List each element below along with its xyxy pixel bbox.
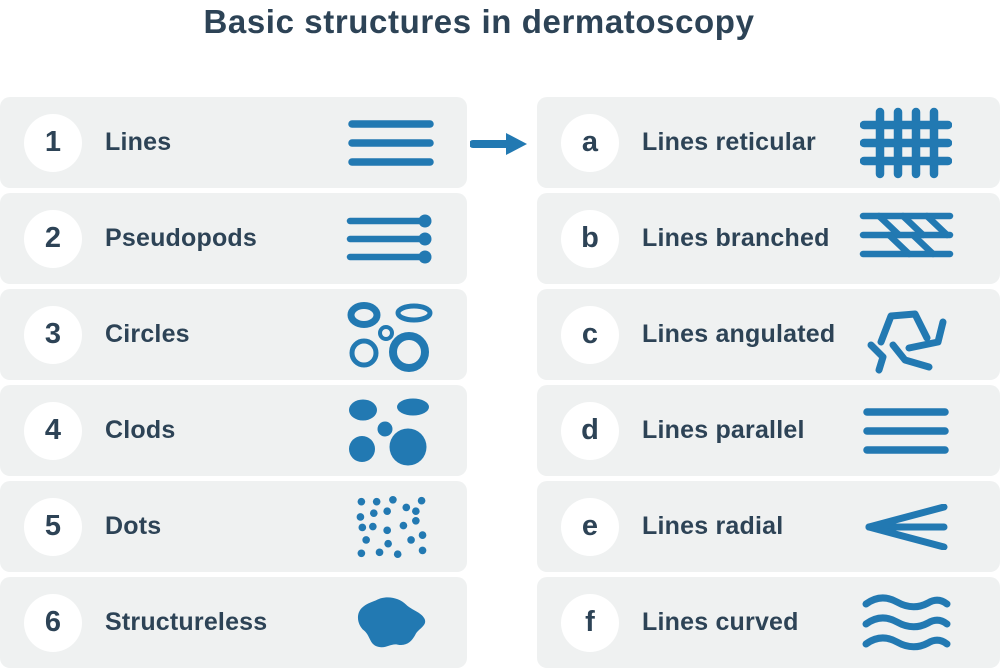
card-pseudopods: 2 Pseudopods (0, 193, 467, 284)
lines-curved-icon (848, 592, 964, 654)
card-label: Dots (105, 512, 162, 540)
lines-radial-icon (848, 503, 964, 550)
letter-badge: c (561, 305, 619, 364)
structureless-icon (333, 594, 449, 652)
card-lines: 1 Lines (0, 97, 467, 188)
lines-reticular-icon (848, 107, 964, 179)
letter-badge: a (561, 113, 619, 172)
card-label: Clods (105, 416, 176, 444)
circles-icon (333, 297, 449, 372)
lines-angulated-icon (848, 295, 964, 375)
card-label: Lines branched (642, 224, 830, 252)
card-clods: 4 Clods (0, 385, 467, 476)
card-label: Lines radial (642, 512, 784, 540)
card-label: Lines angulated (642, 320, 836, 348)
card-lines-curved: f Lines curved (537, 577, 1000, 668)
number-badge: 1 (24, 113, 82, 172)
card-circles: 3 Circles (0, 289, 467, 380)
lines-parallel-icon (848, 407, 964, 455)
letter-badge: b (561, 209, 619, 268)
clods-icon (333, 393, 449, 468)
card-label: Structureless (105, 608, 268, 636)
card-label: Pseudopods (105, 224, 258, 252)
letter-badge: e (561, 497, 619, 556)
number-badge: 4 (24, 401, 82, 460)
pseudopods-icon (333, 212, 449, 266)
card-lines-parallel: d Lines parallel (537, 385, 1000, 476)
right-arrow-icon (469, 132, 528, 161)
card-lines-radial: e Lines radial (537, 481, 1000, 572)
card-label: Lines (105, 128, 172, 156)
card-dots: 5 Dots (0, 481, 467, 572)
basic-structures-column: 1 Lines 2 Pseudopods (0, 97, 467, 668)
dots-icon (333, 491, 449, 563)
number-badge: 2 (24, 209, 82, 268)
number-badge: 5 (24, 497, 82, 556)
letter-badge: d (561, 401, 619, 460)
card-label: Circles (105, 320, 190, 348)
card-label: Lines reticular (642, 128, 816, 156)
number-badge: 6 (24, 593, 82, 652)
number-badge: 3 (24, 305, 82, 364)
card-structureless: 6 Structureless (0, 577, 467, 668)
letter-badge: f (561, 593, 619, 652)
lines-icon (333, 119, 449, 167)
card-label: Lines curved (642, 608, 799, 636)
card-lines-reticular: a Lines reticular (537, 97, 1000, 188)
card-label: Lines parallel (642, 416, 805, 444)
card-lines-branched: b Lines branched (537, 193, 1000, 284)
page-title: Basic structures in dermatoscopy (203, 3, 755, 40)
card-lines-angulated: c Lines angulated (537, 289, 1000, 380)
line-types-column: a Lines reticular b Lines (537, 97, 1000, 668)
lines-branched-icon (848, 210, 964, 268)
